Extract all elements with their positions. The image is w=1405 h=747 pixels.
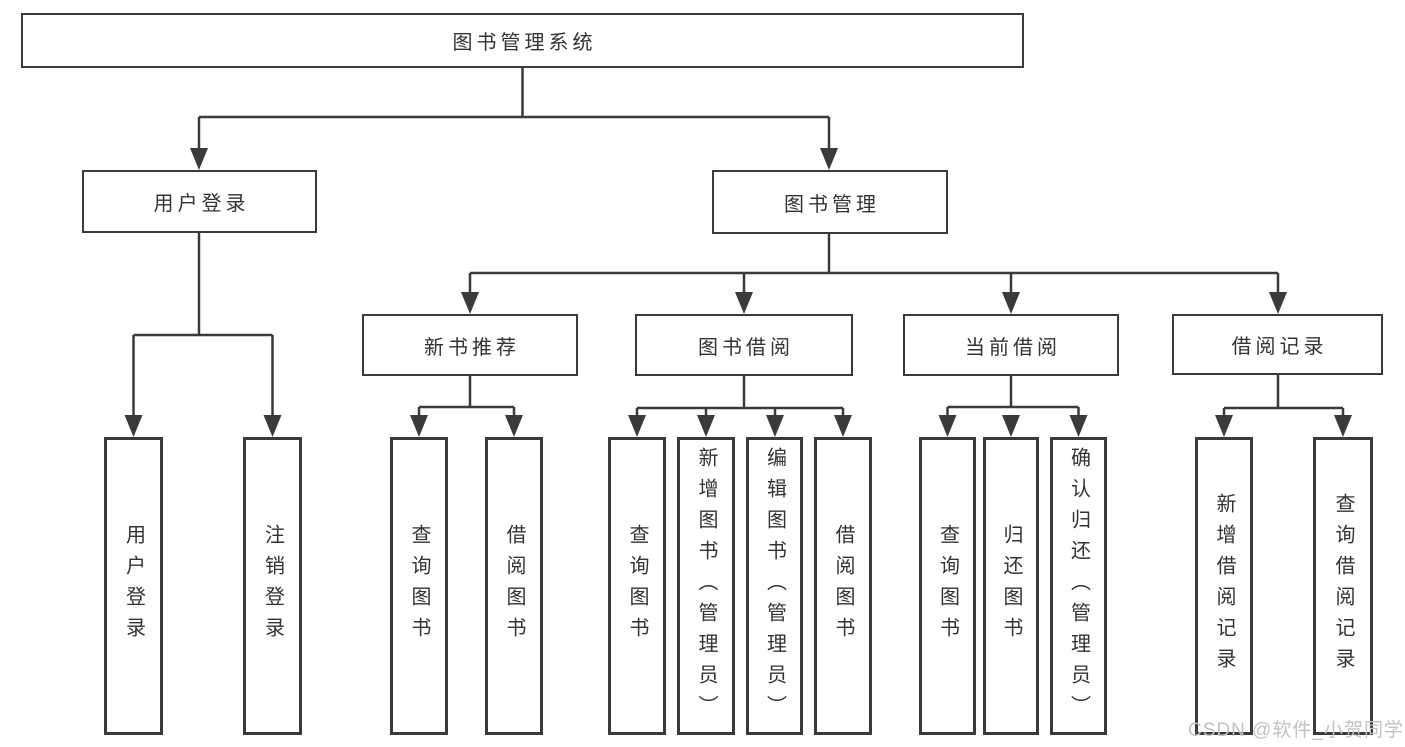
- node-book-management: 图书管理: [712, 170, 948, 234]
- node-label: 图书管理系统: [452, 32, 597, 54]
- node-library-management-system: 图书管理系统: [21, 13, 1024, 68]
- leaf-current-confirm-return-admin: 确认归还（管理员）: [1050, 437, 1107, 735]
- leaf-newbook-borrow-books: 借阅图书: [485, 437, 543, 735]
- node-label: 编辑图书（管理员）: [763, 446, 786, 726]
- leaf-borrowing-query-books: 查询图书: [608, 437, 666, 735]
- node-new-book-recommend: 新书推荐: [362, 314, 578, 376]
- leaf-newbook-query-books: 查询图书: [390, 437, 448, 735]
- node-label: 查询图书: [408, 524, 430, 648]
- leaf-user-login: 用户登录: [104, 437, 163, 735]
- node-book-borrowing: 图书借阅: [635, 314, 853, 376]
- node-label: 图书管理: [784, 193, 880, 216]
- node-label: 查询借阅记录: [1332, 493, 1354, 679]
- node-label: 借阅图书: [832, 524, 854, 648]
- leaf-current-query-books: 查询图书: [919, 437, 976, 735]
- node-label: 当前借阅: [965, 336, 1061, 359]
- node-label: 用户登录: [122, 524, 145, 648]
- node-label: 归还图书: [1000, 524, 1022, 648]
- node-label: 新增图书（管理员）: [695, 446, 717, 726]
- leaf-current-return-books: 归还图书: [983, 437, 1039, 735]
- leaf-logout: 注销登录: [243, 437, 302, 735]
- node-label: 图书借阅: [698, 336, 794, 359]
- leaf-records-query-borrow-record: 查询借阅记录: [1313, 437, 1373, 735]
- leaf-borrowing-add-books-admin: 新增图书（管理员）: [677, 437, 735, 735]
- leaf-borrowing-borrow-books: 借阅图书: [814, 437, 872, 735]
- node-label: 注销登录: [261, 524, 284, 648]
- node-borrowing-records: 借阅记录: [1172, 314, 1383, 375]
- node-label: 借阅图书: [503, 524, 525, 648]
- csdn-watermark: CSDN @软件_小贺同学: [1188, 720, 1404, 741]
- arrowheads: [124, 148, 1352, 437]
- node-label: 确认归还（管理员）: [1067, 446, 1090, 726]
- node-label: 查询图书: [626, 524, 648, 648]
- node-user-login: 用户登录: [82, 170, 317, 233]
- leaf-borrowing-edit-books-admin: 编辑图书（管理员）: [746, 437, 803, 735]
- leaf-records-add-borrow-record: 新增借阅记录: [1195, 437, 1253, 735]
- node-current-borrowing: 当前借阅: [903, 314, 1119, 376]
- node-label: 借阅记录: [1231, 336, 1328, 358]
- node-label: 用户登录: [153, 193, 250, 215]
- node-label: 新书推荐: [424, 336, 520, 359]
- node-label: 查询图书: [936, 524, 959, 648]
- node-label: 新增借阅记录: [1213, 493, 1235, 679]
